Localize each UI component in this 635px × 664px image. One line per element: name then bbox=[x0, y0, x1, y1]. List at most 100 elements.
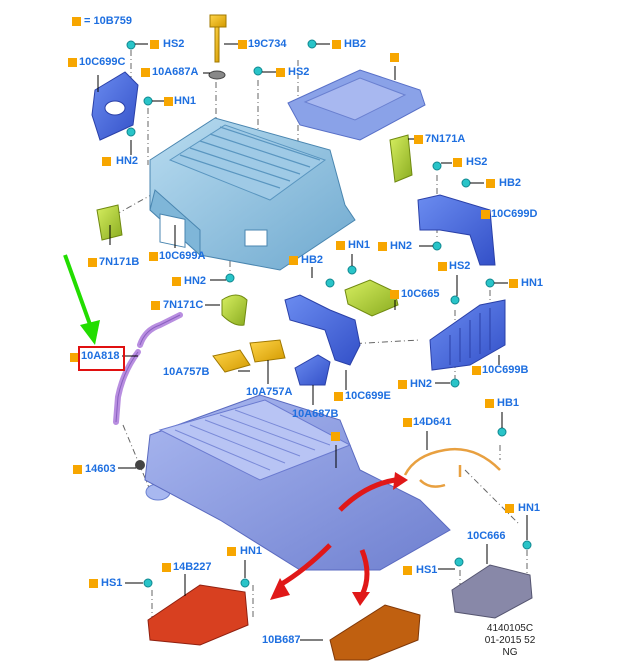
plate-10b687 bbox=[329, 604, 421, 661]
callout-marker bbox=[141, 68, 150, 77]
callout-19c734[interactable]: 19C734 bbox=[248, 38, 287, 50]
callout-hb2[interactable]: HB2 bbox=[301, 254, 324, 266]
callout-hs2[interactable]: HS2 bbox=[466, 156, 488, 168]
bracket-10c699d bbox=[417, 194, 496, 266]
callout-hn2[interactable]: HN2 bbox=[184, 275, 207, 287]
callout-10c665[interactable]: 10C665 bbox=[401, 288, 440, 300]
callout-marker bbox=[238, 40, 247, 49]
callout-10c699b[interactable]: 10C699B bbox=[482, 364, 529, 376]
callout-marker bbox=[151, 301, 160, 310]
arrow-head-icon bbox=[270, 578, 290, 600]
callout-marker bbox=[164, 97, 173, 106]
bracket-10a757a bbox=[249, 339, 286, 363]
callout-14d641[interactable]: 14D641 bbox=[413, 416, 452, 428]
battery-tray bbox=[149, 117, 356, 271]
callout-hn1[interactable]: HN1 bbox=[348, 239, 371, 251]
callout-marker bbox=[88, 258, 97, 267]
shield-10a687b bbox=[294, 354, 331, 386]
leader-lines bbox=[97, 43, 528, 641]
callout-hs2[interactable]: HS2 bbox=[288, 66, 310, 78]
callout-marker bbox=[472, 366, 481, 375]
callout-marker bbox=[398, 380, 407, 389]
callout-hs2[interactable]: HS2 bbox=[163, 38, 185, 50]
harness-14d641 bbox=[403, 447, 501, 488]
callout-10a757a[interactable]: 10A757A bbox=[246, 386, 293, 398]
callout-marker bbox=[68, 58, 77, 67]
callout-marker bbox=[509, 279, 518, 288]
callout-10a757b[interactable]: 10A757B bbox=[163, 366, 210, 378]
callout-marker bbox=[453, 158, 462, 167]
callout-hn2[interactable]: HN2 bbox=[410, 378, 433, 390]
arrow-head-icon bbox=[352, 592, 370, 606]
cover-panel bbox=[287, 69, 426, 141]
callout-hn1[interactable]: HN1 bbox=[240, 545, 263, 557]
callout-marker bbox=[378, 242, 387, 251]
callout-10a687a[interactable]: 10A687A bbox=[152, 66, 199, 78]
callout-marker bbox=[227, 547, 236, 556]
callout-marker bbox=[150, 40, 159, 49]
callout-marker bbox=[414, 135, 423, 144]
fasteners bbox=[126, 39, 532, 588]
callout-hb2[interactable]: HB2 bbox=[344, 38, 367, 50]
callout-10c699e[interactable]: 10C699E bbox=[345, 390, 391, 402]
arrow-head-icon bbox=[393, 472, 408, 490]
callout-7n171b[interactable]: 7N171B bbox=[99, 256, 140, 268]
callout-marker bbox=[276, 68, 285, 77]
callout-hs1[interactable]: HS1 bbox=[101, 577, 123, 589]
callout-marker bbox=[481, 210, 490, 219]
callout-hb2[interactable]: HB2 bbox=[499, 177, 522, 189]
callout-7n171c[interactable]: 7N171C bbox=[163, 299, 204, 311]
battery-pack bbox=[144, 394, 451, 571]
reference-block: 4140105C 01-2015 52 NG bbox=[480, 623, 540, 659]
cover-7n171c bbox=[221, 294, 248, 326]
callout-marker bbox=[334, 392, 343, 401]
callout-marker bbox=[332, 40, 341, 49]
reference-date: 01-2015 52 bbox=[484, 635, 536, 646]
callout-marker bbox=[505, 504, 514, 513]
part-19c734 bbox=[209, 14, 227, 63]
bracket-10a757b bbox=[212, 349, 251, 373]
legend-text: = 10B759 bbox=[84, 15, 133, 27]
highlight-arrow bbox=[63, 254, 100, 345]
callout-hn1[interactable]: HN1 bbox=[518, 502, 541, 514]
cover-7n171b bbox=[96, 204, 123, 241]
callout-10b687[interactable]: 10B687 bbox=[262, 634, 301, 646]
callout-10c699c[interactable]: 10C699C bbox=[79, 56, 126, 68]
callout-marker bbox=[403, 566, 412, 575]
callout-hb1[interactable]: HB1 bbox=[497, 397, 520, 409]
callout-hn2[interactable]: HN2 bbox=[390, 240, 413, 252]
callout-hn2[interactable]: HN2 bbox=[116, 155, 139, 167]
callout-marker bbox=[403, 418, 412, 427]
callout-10c699a[interactable]: 10C699A bbox=[159, 250, 206, 262]
callout-hn1[interactable]: HN1 bbox=[521, 277, 544, 289]
callout-hs2[interactable]: HS2 bbox=[449, 260, 471, 272]
callout-10c699d[interactable]: 10C699D bbox=[491, 208, 538, 220]
callout-10a818[interactable]: 10A818 bbox=[81, 350, 120, 362]
cover-7n171a bbox=[389, 134, 413, 183]
callout-marker bbox=[172, 277, 181, 286]
callout-hs1[interactable]: HS1 bbox=[416, 564, 438, 576]
module-10c666 bbox=[451, 564, 533, 619]
callout-marker bbox=[73, 465, 82, 474]
bracket-10c699b bbox=[429, 299, 506, 371]
callout-marker bbox=[331, 432, 340, 441]
callout-marker bbox=[162, 563, 171, 572]
callout-marker bbox=[438, 262, 447, 271]
callout-10c666[interactable]: 10C666 bbox=[467, 530, 506, 542]
module-10c665 bbox=[344, 279, 399, 317]
bracket-10c699e bbox=[284, 294, 361, 366]
fitting-14603 bbox=[135, 460, 145, 470]
callout-hn1[interactable]: HN1 bbox=[174, 95, 197, 107]
callout-10a687b[interactable]: 10A687B bbox=[292, 408, 339, 420]
reference-number: 4140105C bbox=[486, 623, 534, 634]
callout-marker bbox=[485, 399, 494, 408]
callout-marker bbox=[390, 53, 399, 62]
callout-marker bbox=[70, 353, 79, 362]
relocation-arrows bbox=[278, 477, 396, 597]
callout-14603[interactable]: 14603 bbox=[85, 463, 116, 475]
callout-marker bbox=[390, 290, 399, 299]
callout-14b227[interactable]: 14B227 bbox=[173, 561, 212, 573]
callout-7n171a[interactable]: 7N171A bbox=[425, 133, 466, 145]
reference-code: NG bbox=[502, 647, 518, 658]
